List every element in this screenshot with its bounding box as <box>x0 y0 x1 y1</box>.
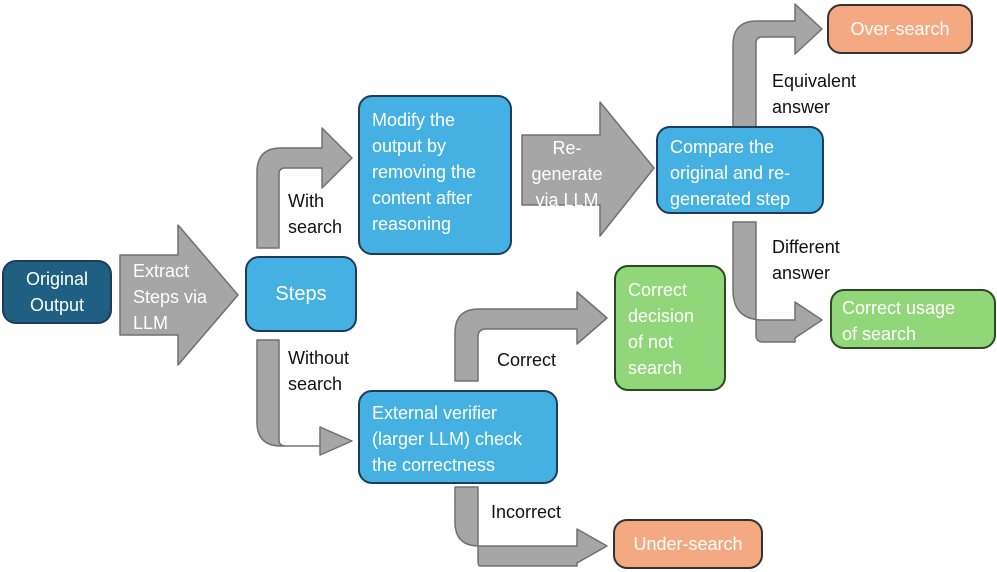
correct-label: Correct <box>497 350 557 370</box>
with-search-arrow <box>256 127 353 249</box>
steps-node: Steps <box>245 256 357 332</box>
regenerate-arrow <box>521 101 655 237</box>
over-search-node: Over-search <box>827 4 973 54</box>
different-arrow <box>732 221 823 343</box>
extract-arrow <box>119 224 239 366</box>
under-search-node: Under-search <box>613 519 763 569</box>
incorrect-arrow <box>454 486 608 567</box>
incorrect-label: Incorrect <box>491 502 562 522</box>
equivalent-arrow <box>732 3 823 131</box>
without-search-arrow <box>256 339 353 456</box>
correct-arrow <box>454 291 608 382</box>
